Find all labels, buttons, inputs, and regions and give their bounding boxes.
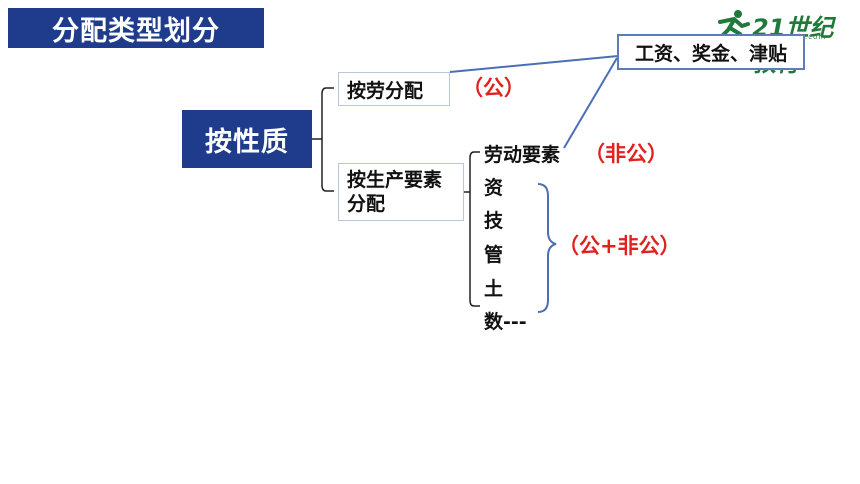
labor-factor-tag: （非公）: [584, 142, 668, 166]
factor-to-wage-line: [563, 57, 618, 149]
factor-item: 土: [484, 278, 504, 300]
production-box-line1: 按生产要素: [347, 169, 443, 191]
factor-item: 劳动要素: [484, 144, 561, 166]
labor-distribution-box: 按劳分配: [338, 72, 450, 106]
factor-item: 技: [484, 210, 504, 232]
labor-public-tag: （公）: [462, 76, 525, 100]
factor-item: 管: [484, 244, 504, 266]
slide-title: 分配类型划分: [8, 8, 264, 48]
root-bracket: [321, 87, 334, 192]
mixed-brace: [537, 183, 557, 313]
factor-bracket: [469, 151, 480, 307]
factor-item: 数---: [484, 311, 527, 333]
wage-box: 工资、奖金、津贴: [617, 34, 805, 70]
production-box-line2: 分配: [347, 193, 386, 215]
factor-item: 资: [484, 177, 504, 199]
labor-to-wage-line: [449, 55, 619, 73]
root-node: 按性质: [182, 110, 312, 168]
production-factor-box: 按生产要素 分配: [338, 163, 464, 221]
mixed-ownership-tag: （公+非公）: [558, 234, 681, 258]
